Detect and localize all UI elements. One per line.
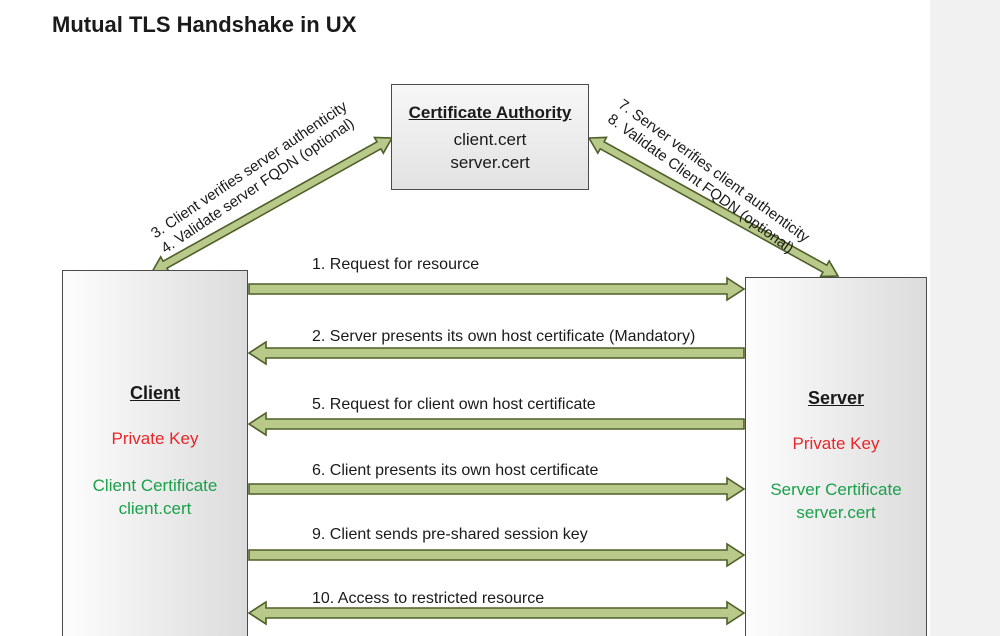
- message-arrow-4: [248, 476, 746, 502]
- certificate-authority-heading: Certificate Authority: [408, 103, 572, 122]
- server-private-key: Private Key: [792, 434, 880, 453]
- server-certificate-label: Server Certificate: [770, 480, 902, 499]
- server-ca-arrow: [587, 136, 840, 278]
- ca-client-cert: client.cert: [453, 130, 527, 149]
- client-certificate-file: client.cert: [118, 499, 192, 518]
- client-certificate-label: Client Certificate: [92, 476, 218, 495]
- message-label-1: 1. Request for resource: [312, 256, 480, 273]
- client-private-key: Private Key: [111, 429, 199, 448]
- certificate-authority-box: Certificate Authority client.cert server…: [391, 84, 589, 190]
- message-label-5: 5. Request for client own host certifica…: [312, 396, 596, 413]
- message-label-10: 10. Access to restricted resource: [312, 590, 545, 607]
- page-title: Mutual TLS Handshake in UX: [52, 12, 357, 37]
- message-arrow-1: [248, 276, 746, 302]
- message-arrow-6: [247, 600, 746, 626]
- message-label-9: 9. Client sends pre-shared session key: [312, 526, 588, 543]
- server-certificate-file: server.cert: [796, 503, 876, 522]
- server-heading: Server: [807, 388, 865, 408]
- message-arrow-5: [248, 542, 746, 568]
- message-label-6: 6. Client presents its own host certific…: [312, 462, 599, 479]
- client-box: Client Private Key Client Certificate cl…: [62, 270, 248, 636]
- message-label-2: 2. Server presents its own host certific…: [312, 328, 696, 345]
- message-arrow-3: [247, 411, 745, 437]
- page-margin: [930, 0, 1000, 636]
- ca-server-cert: server.cert: [450, 153, 530, 172]
- server-box: Server Private Key Server Certificate se…: [745, 277, 927, 636]
- client-heading: Client: [129, 383, 180, 403]
- message-arrow-2: [247, 340, 745, 366]
